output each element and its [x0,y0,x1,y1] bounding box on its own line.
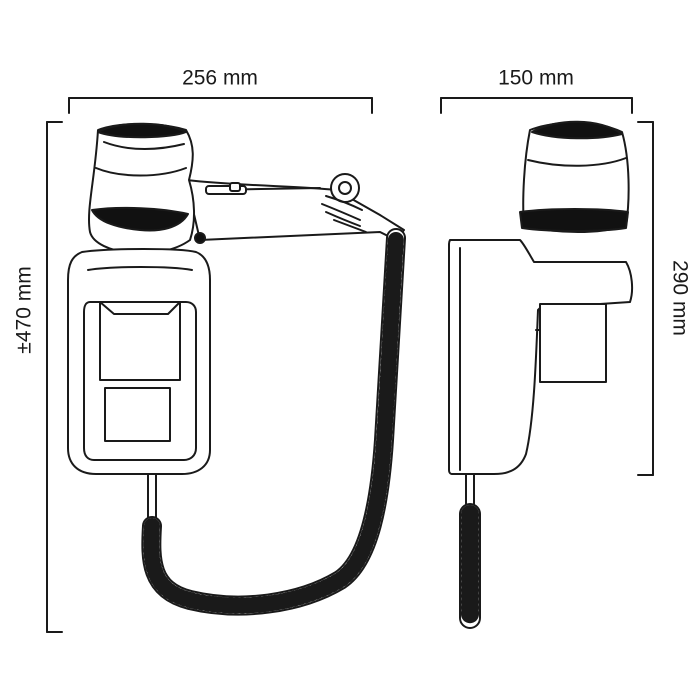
dimension-line-side-width [440,97,633,114]
dimension-line-side-height [637,121,654,476]
hanging-ring [330,173,360,203]
front-view [67,122,406,616]
side-handle [539,303,607,383]
side-head-top-band [531,120,623,140]
dimension-line-front-width [68,97,373,114]
side-view [448,120,634,629]
side-wall-bracket [448,239,634,475]
power-button [194,232,206,244]
dryer-head [87,123,195,255]
dryer-head-top-band [97,122,187,139]
dimension-line-total-height [46,121,63,633]
dryer-head-mid-band [91,206,189,232]
holder-window-lower [104,387,171,442]
side-head-lower-band [519,208,629,232]
